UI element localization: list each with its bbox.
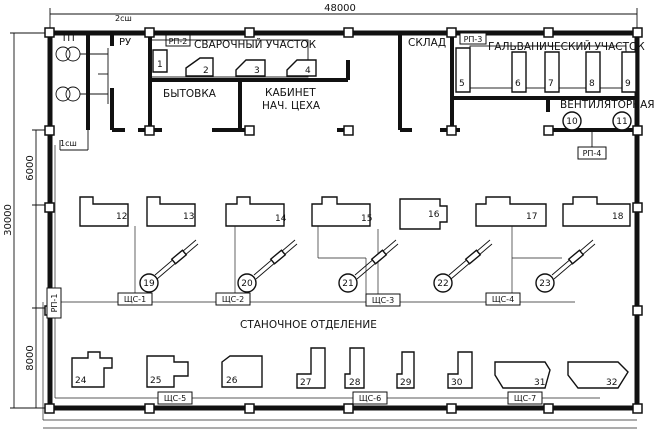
room-ru-label: РУ xyxy=(119,37,131,48)
equipment-18-label: 18 xyxy=(612,212,624,222)
crane-units xyxy=(139,239,596,293)
dim-span-bottom: 8000 xyxy=(25,345,36,370)
busbar-1-label: 1сш xyxy=(60,139,77,148)
equipment-16-label: 16 xyxy=(428,210,440,220)
room-warehouse-label: СКЛАД xyxy=(408,37,446,49)
equipment-5-label: 5 xyxy=(459,79,465,89)
dim-span-top: 6000 xyxy=(25,155,36,180)
equipment-1-label: 1 xyxy=(157,60,163,70)
equipment-10-label: 10 xyxy=(566,117,578,127)
panel-rp3-label: РП-3 xyxy=(464,35,483,44)
equipment-19-label: 19 xyxy=(143,279,155,289)
panel-boxes xyxy=(46,287,543,405)
lower-machines xyxy=(71,347,629,389)
galvanic-section xyxy=(455,32,637,160)
room-welding-label: СВАРОЧНЫЙ УЧАСТОК xyxy=(194,38,317,51)
equipment-24-label: 24 xyxy=(75,376,87,386)
equipment-13-label: 13 xyxy=(183,212,194,222)
panel-rp4-label: РП-4 xyxy=(583,149,602,158)
crane-unit-23 xyxy=(535,239,596,293)
equipment-25-label: 25 xyxy=(150,376,161,386)
dim-total-width: 48000 xyxy=(324,3,356,14)
equipment-14-label: 14 xyxy=(275,214,287,224)
room-domestic-label: БЫТОВКА xyxy=(163,88,217,100)
panel-shs7-label: ЩС-7 xyxy=(514,394,536,403)
equipment-21-label: 21 xyxy=(342,279,353,289)
busbar-2-label: 2сш xyxy=(115,14,132,23)
room-office-line1: КАБИНЕТ xyxy=(265,87,316,99)
welding-section xyxy=(149,34,317,78)
equipment-20-label: 20 xyxy=(241,279,253,289)
equipment-27-label: 27 xyxy=(300,378,311,388)
room-office-line2: НАЧ. ЦЕХА xyxy=(262,100,321,112)
transformer-icons xyxy=(55,46,109,151)
equipment-12-label: 12 xyxy=(116,212,127,222)
panel-rp2-label: РП-2 xyxy=(169,37,188,46)
dim-total-height: 30000 xyxy=(3,204,14,236)
equipment-28-label: 28 xyxy=(349,378,361,388)
panel-shs5-label: ЩС-5 xyxy=(164,394,186,403)
crane-unit-22 xyxy=(433,239,493,293)
panel-shs3-label: ЩС-3 xyxy=(372,296,394,305)
equipment-11-label: 11 xyxy=(616,117,627,127)
panel-shs4-label: ЩС-4 xyxy=(492,295,514,304)
crane-wiring xyxy=(134,226,562,294)
equipment-29-label: 29 xyxy=(400,378,412,388)
equipment-3-label: 3 xyxy=(254,66,260,76)
panel-shs1-label: ЩС-1 xyxy=(124,295,146,304)
equipment-32-label: 32 xyxy=(606,378,617,388)
panel-shs6-label: ЩС-6 xyxy=(359,394,381,403)
equipment-9-label: 9 xyxy=(625,79,631,89)
room-tp-label: ТП xyxy=(60,33,75,44)
equipment-30-label: 30 xyxy=(451,378,463,388)
upper-machines xyxy=(79,196,631,230)
equipment-8-label: 8 xyxy=(589,79,595,89)
equipment-17-label: 17 xyxy=(526,212,537,222)
equipment-23-label: 23 xyxy=(539,279,550,289)
dimension-lines xyxy=(10,8,638,409)
panel-shs2-label: ЩС-2 xyxy=(222,295,244,304)
equipment-7-label: 7 xyxy=(548,79,554,89)
equipment-2-label: 2 xyxy=(203,66,209,76)
equipment-4-label: 4 xyxy=(305,66,311,76)
crane-unit-19 xyxy=(139,239,199,293)
equipment-31-label: 31 xyxy=(534,378,545,388)
panel-rp1-label: РП-1 xyxy=(50,294,59,313)
equipment-6-label: 6 xyxy=(515,79,521,89)
room-machine-hall-label: СТАНОЧНОЕ ОТДЕЛЕНИЕ xyxy=(240,319,377,331)
room-ventilation-label: ВЕНТИЛЯТОРНАЯ xyxy=(560,99,655,111)
crane-unit-20 xyxy=(237,239,298,293)
room-galvanic-label: ГАЛЬВАНИЧЕСКИЙ УЧАСТОК xyxy=(488,40,645,53)
equipment-15-label: 15 xyxy=(361,214,372,224)
crane-unit-21 xyxy=(338,239,399,293)
equipment-22-label: 22 xyxy=(437,279,448,289)
equipment-26-label: 26 xyxy=(226,376,238,386)
